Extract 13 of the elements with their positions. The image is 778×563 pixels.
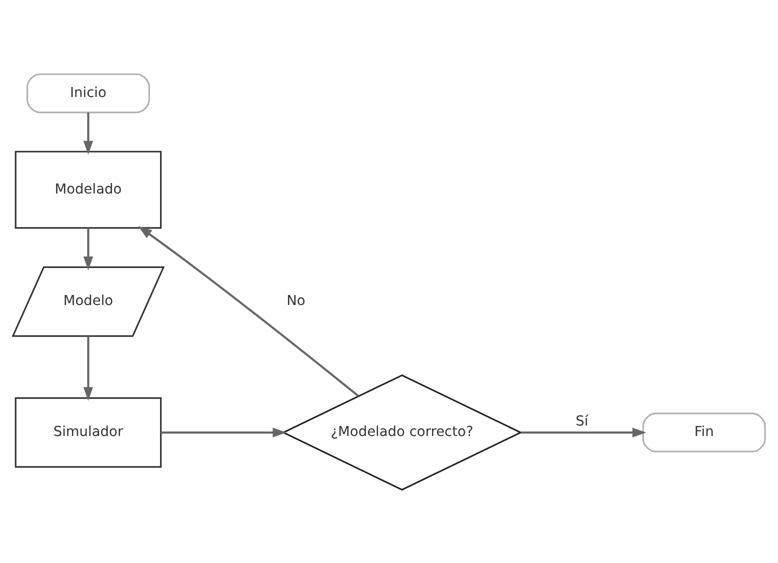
arrow [83,336,94,400]
edge-label: No [286,292,306,309]
node-box: Modelado [14,150,162,228]
arrow [138,226,359,396]
node-diamond: ¿Modelado correcto? [282,374,522,490]
node-box: Inicio [26,72,150,113]
edge-label: Sí [576,413,588,430]
arrow [160,427,287,437]
node-box: Simulador [14,396,162,468]
node-box: Fin [642,412,766,452]
arrow [83,112,94,154]
arrow [520,427,646,437]
arrow [83,227,94,270]
